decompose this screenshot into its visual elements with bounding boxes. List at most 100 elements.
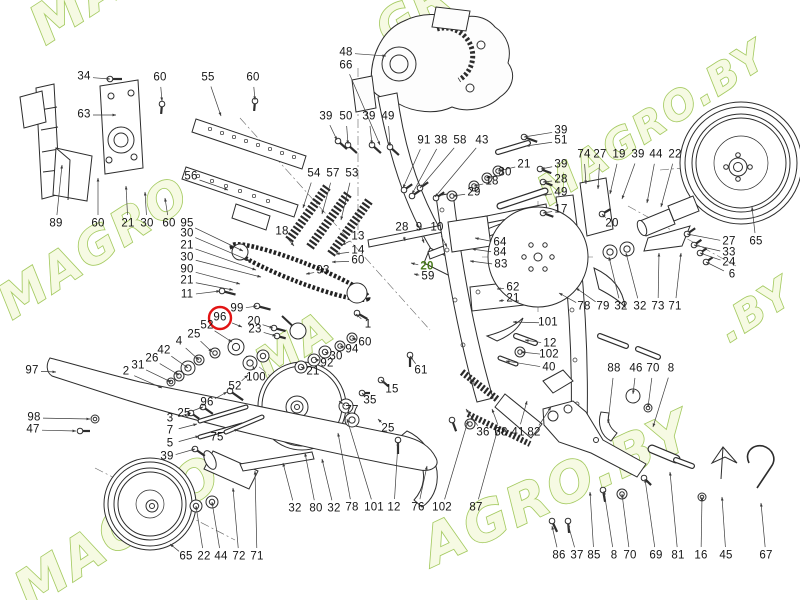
leader-line — [369, 125, 373, 145]
leader-line — [314, 358, 319, 362]
leader-line — [200, 340, 213, 353]
leader-line — [335, 251, 350, 255]
leader-line — [601, 213, 606, 218]
rockshaft-bracket — [542, 369, 647, 478]
leader-line — [195, 248, 257, 271]
leader-line — [195, 237, 251, 262]
leader-line — [652, 377, 669, 428]
leader-line — [469, 260, 493, 265]
leader-line — [355, 313, 362, 320]
leader-line — [42, 417, 91, 421]
leader-line — [520, 400, 528, 425]
bearing-bracket — [99, 79, 144, 175]
leader-line — [551, 525, 558, 548]
leader-line — [341, 240, 351, 246]
highlight-circle — [207, 305, 233, 331]
leader-line — [523, 132, 553, 138]
leader-line — [143, 191, 147, 216]
leader-line — [478, 431, 498, 500]
leader-line — [720, 496, 726, 548]
leader-line — [625, 252, 639, 299]
leader-line — [231, 322, 243, 328]
leader-line — [603, 490, 613, 548]
leader-line — [253, 86, 257, 101]
leader-line — [92, 77, 111, 81]
leader-line — [305, 271, 315, 275]
leader-line — [473, 183, 484, 187]
leader-line — [225, 428, 239, 435]
leader-line — [346, 125, 350, 145]
leader-line — [287, 238, 295, 247]
leader-line — [192, 406, 204, 412]
leader-line — [195, 259, 262, 278]
leader-line — [608, 256, 620, 299]
leader-line — [324, 351, 329, 355]
leader-line — [195, 282, 234, 291]
leader-line — [686, 233, 721, 241]
leader-line — [700, 496, 704, 548]
leader-line — [245, 305, 258, 309]
leader-line — [354, 53, 387, 58]
hardware-glyphs — [76, 75, 714, 534]
leader-line — [540, 166, 553, 170]
leader-line — [304, 452, 315, 501]
leader-line — [520, 350, 541, 355]
disc-scraper-2 — [485, 317, 524, 342]
leader-line — [413, 273, 420, 277]
leader-line — [660, 163, 673, 208]
leader-line — [195, 505, 203, 549]
leader-line — [588, 491, 594, 548]
leader-line — [675, 252, 682, 299]
leader-line — [388, 125, 392, 147]
leader-line — [321, 458, 333, 501]
leader-line — [178, 423, 198, 430]
leader-line — [195, 290, 221, 295]
leader-line — [340, 182, 351, 221]
leader-line — [394, 441, 400, 500]
leader-line — [164, 197, 168, 216]
roller-assembly — [203, 450, 315, 490]
leader-line — [474, 237, 492, 242]
gauge-wheel-right — [679, 101, 800, 225]
leader-line — [351, 337, 357, 341]
leader-line — [263, 332, 277, 337]
leader-line — [380, 379, 386, 385]
leader-line — [621, 493, 630, 548]
hub-gearbox — [351, 6, 514, 113]
leader-line — [419, 147, 455, 189]
leader-line — [419, 465, 428, 500]
leader-line — [134, 375, 163, 389]
seed-disc — [487, 206, 589, 308]
leader-line — [644, 478, 656, 548]
leader-line — [421, 236, 425, 244]
leader-line — [751, 206, 756, 234]
leader-line — [632, 377, 636, 395]
frame-rails — [181, 118, 307, 231]
leader-line — [346, 418, 372, 500]
leader-line — [647, 377, 653, 408]
leader-line — [558, 292, 577, 303]
leader-line — [331, 260, 350, 264]
shield-guard — [46, 357, 438, 471]
leader-line — [214, 330, 233, 343]
leader-line — [497, 166, 516, 172]
caster-fork — [710, 446, 738, 480]
leader-line — [596, 163, 600, 190]
leader-line — [282, 462, 294, 501]
leader-line — [491, 408, 499, 425]
leader-line — [607, 377, 614, 424]
leader-lines — [40, 53, 766, 552]
leader-line — [159, 363, 180, 376]
opener-body — [636, 195, 700, 252]
leader-line — [525, 141, 553, 147]
leader-line — [195, 271, 241, 285]
leader-line — [338, 400, 346, 406]
leader-line — [410, 262, 419, 266]
leader-line — [321, 182, 331, 215]
leader-line — [444, 420, 469, 500]
leader-line — [646, 163, 655, 204]
leader-line — [542, 193, 553, 196]
leader-line — [409, 355, 416, 364]
leader-line — [214, 391, 228, 399]
